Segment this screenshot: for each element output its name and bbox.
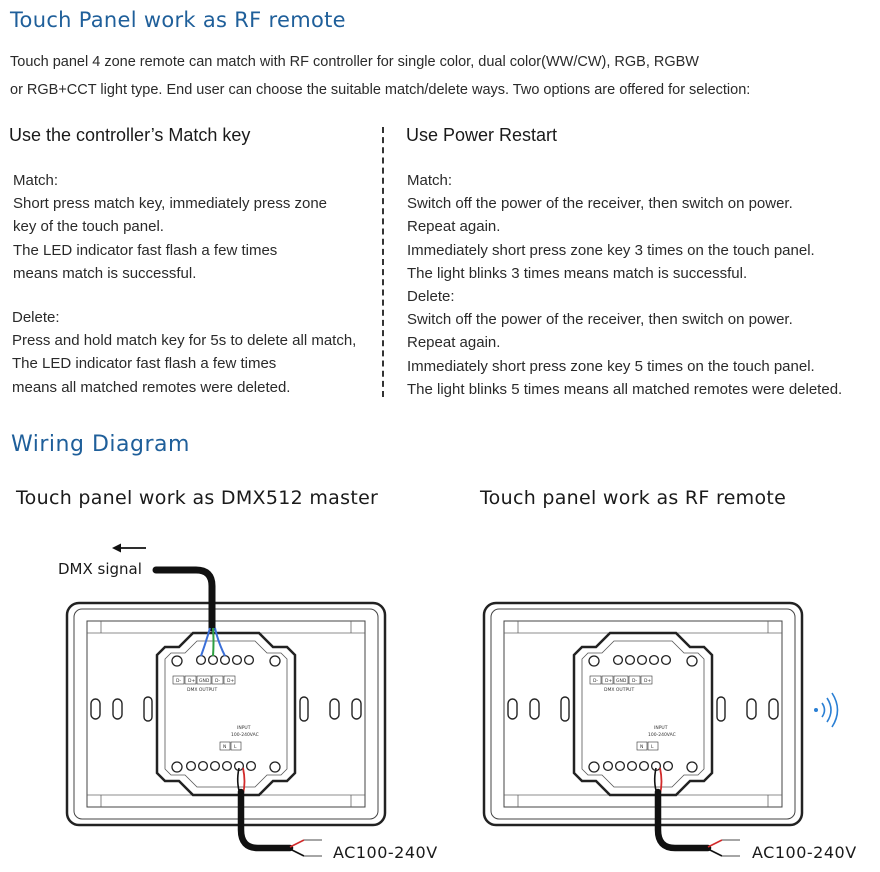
left-delete-line: means all matched remotes were deleted. <box>12 378 291 396</box>
left-match-block: Match: Short press match key, immediatel… <box>13 169 327 285</box>
terminal-label: GND <box>616 678 627 684</box>
right-line: Switch off the power of the receiver, th… <box>407 311 793 329</box>
dmx-output-label: DMX OUTPUT <box>604 687 634 693</box>
dmx-output-label: DMX OUTPUT <box>187 687 217 693</box>
terminal-label: D- <box>632 678 637 684</box>
right-column-heading: Use Power Restart <box>406 125 558 145</box>
left-delete-line: Press and hold match key for 5s to delet… <box>12 332 357 350</box>
intro-line-2: or RGB+CCT light type. End user can choo… <box>10 82 751 98</box>
wiring-diagram-heading: Wiring Diagram <box>11 432 190 457</box>
dmx-master-panel: D- D+ GND D- D+ DMX OUTPUT INPUT 100-240… <box>65 601 387 827</box>
input-label: INPUT <box>237 725 251 731</box>
column-divider <box>382 127 384 397</box>
terminal-label: D- <box>215 678 220 684</box>
neutral-terminal-label: N <box>223 744 226 750</box>
right-line: Repeat again. <box>407 218 501 236</box>
neutral-terminal-label: N <box>640 744 643 750</box>
right-line: Immediately short press zone key 3 times… <box>407 241 815 259</box>
terminal-label: D+ <box>227 678 234 684</box>
left-delete-label: Delete: <box>12 309 60 326</box>
terminal-label: D- <box>593 678 598 684</box>
left-match-line: The LED indicator fast flash a few times <box>13 241 278 259</box>
ac-voltage-label-left: AC100-240V <box>333 843 438 862</box>
intro-line-1: Touch panel 4 zone remote can match with… <box>10 54 699 70</box>
power-cable-left <box>236 767 322 857</box>
left-match-line: key of the touch panel. <box>13 218 164 236</box>
right-line: Immediately short press zone key 5 times… <box>407 357 815 375</box>
wiring-diagram: D- D+ GND D- D+ DMX OUTPUT INPUT 100-240… <box>58 543 857 862</box>
input-label: INPUT <box>654 725 668 731</box>
left-delete-block: Delete: Press and hold match key for 5s … <box>12 306 356 399</box>
right-line: Switch off the power of the receiver, th… <box>407 195 793 213</box>
right-line: The light blinks 3 times means match is … <box>407 264 748 282</box>
terminal-label: D+ <box>188 678 195 684</box>
rf-remote-title: Touch panel work as RF remote <box>480 487 787 509</box>
left-column-heading: Use the controller’s Match key <box>9 125 251 145</box>
live-terminal-label: L <box>234 744 237 750</box>
left-match-label: Match: <box>13 172 59 189</box>
page-title: Touch Panel work as RF remote <box>10 8 346 32</box>
dmx-master-title: Touch panel work as DMX512 master <box>16 487 379 509</box>
right-delete-label: Delete: <box>407 287 455 305</box>
rf-remote-panel: D- D+ GND D- D+ DMX OUTPUT INPUT 100-240… <box>482 601 804 827</box>
input-range-label: 100-240VAC <box>231 732 259 738</box>
left-match-line: means match is successful. <box>13 264 197 282</box>
left-match-line: Short press match key, immediately press… <box>13 195 328 213</box>
right-line: Repeat again. <box>407 334 501 352</box>
dmx-signal-label: DMX signal <box>58 560 142 578</box>
left-delete-line: The LED indicator fast flash a few times <box>12 355 277 373</box>
ac-voltage-label-right: AC100-240V <box>752 843 857 862</box>
right-match-label: Match: <box>407 172 453 189</box>
input-range-label: 100-240VAC <box>648 732 676 738</box>
dmx-signal-cable <box>152 566 226 657</box>
live-terminal-label: L <box>651 744 654 750</box>
power-cable-right <box>653 767 740 857</box>
terminal-label: D+ <box>644 678 651 684</box>
terminal-label: D- <box>176 678 181 684</box>
wireless-signal-icon <box>814 692 839 728</box>
right-line: The light blinks 5 times means all match… <box>407 380 843 398</box>
terminal-label: GND <box>199 678 210 684</box>
terminal-label: D+ <box>605 678 612 684</box>
arrow-left-icon <box>112 543 146 553</box>
right-instructions-block: Match: Switch off the power of the recei… <box>407 169 842 401</box>
